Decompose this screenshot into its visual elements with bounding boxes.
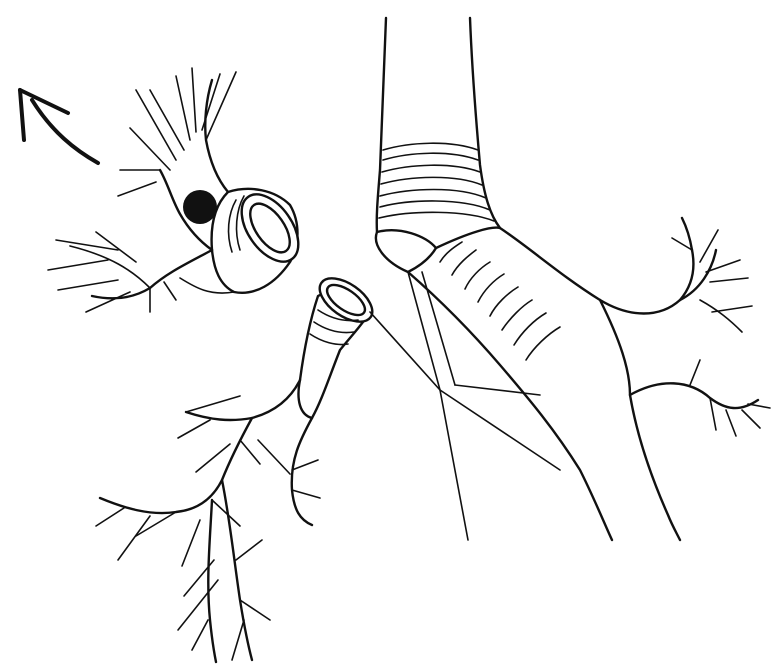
resected-left-upper-bronchus xyxy=(212,184,310,293)
tracheal-stump xyxy=(376,230,436,272)
trachea xyxy=(377,18,500,232)
right-main-bronchus xyxy=(408,228,694,540)
tension-lines xyxy=(370,272,560,540)
direction-arrow-icon xyxy=(20,90,98,163)
left-upper-lobe-bronchi xyxy=(48,68,236,312)
right-lung-bronchi xyxy=(630,218,770,436)
left-lower-lobe-bronchi xyxy=(96,380,320,662)
resected-left-lower-bronchus xyxy=(299,270,380,418)
suture-marker-icon xyxy=(183,190,217,224)
